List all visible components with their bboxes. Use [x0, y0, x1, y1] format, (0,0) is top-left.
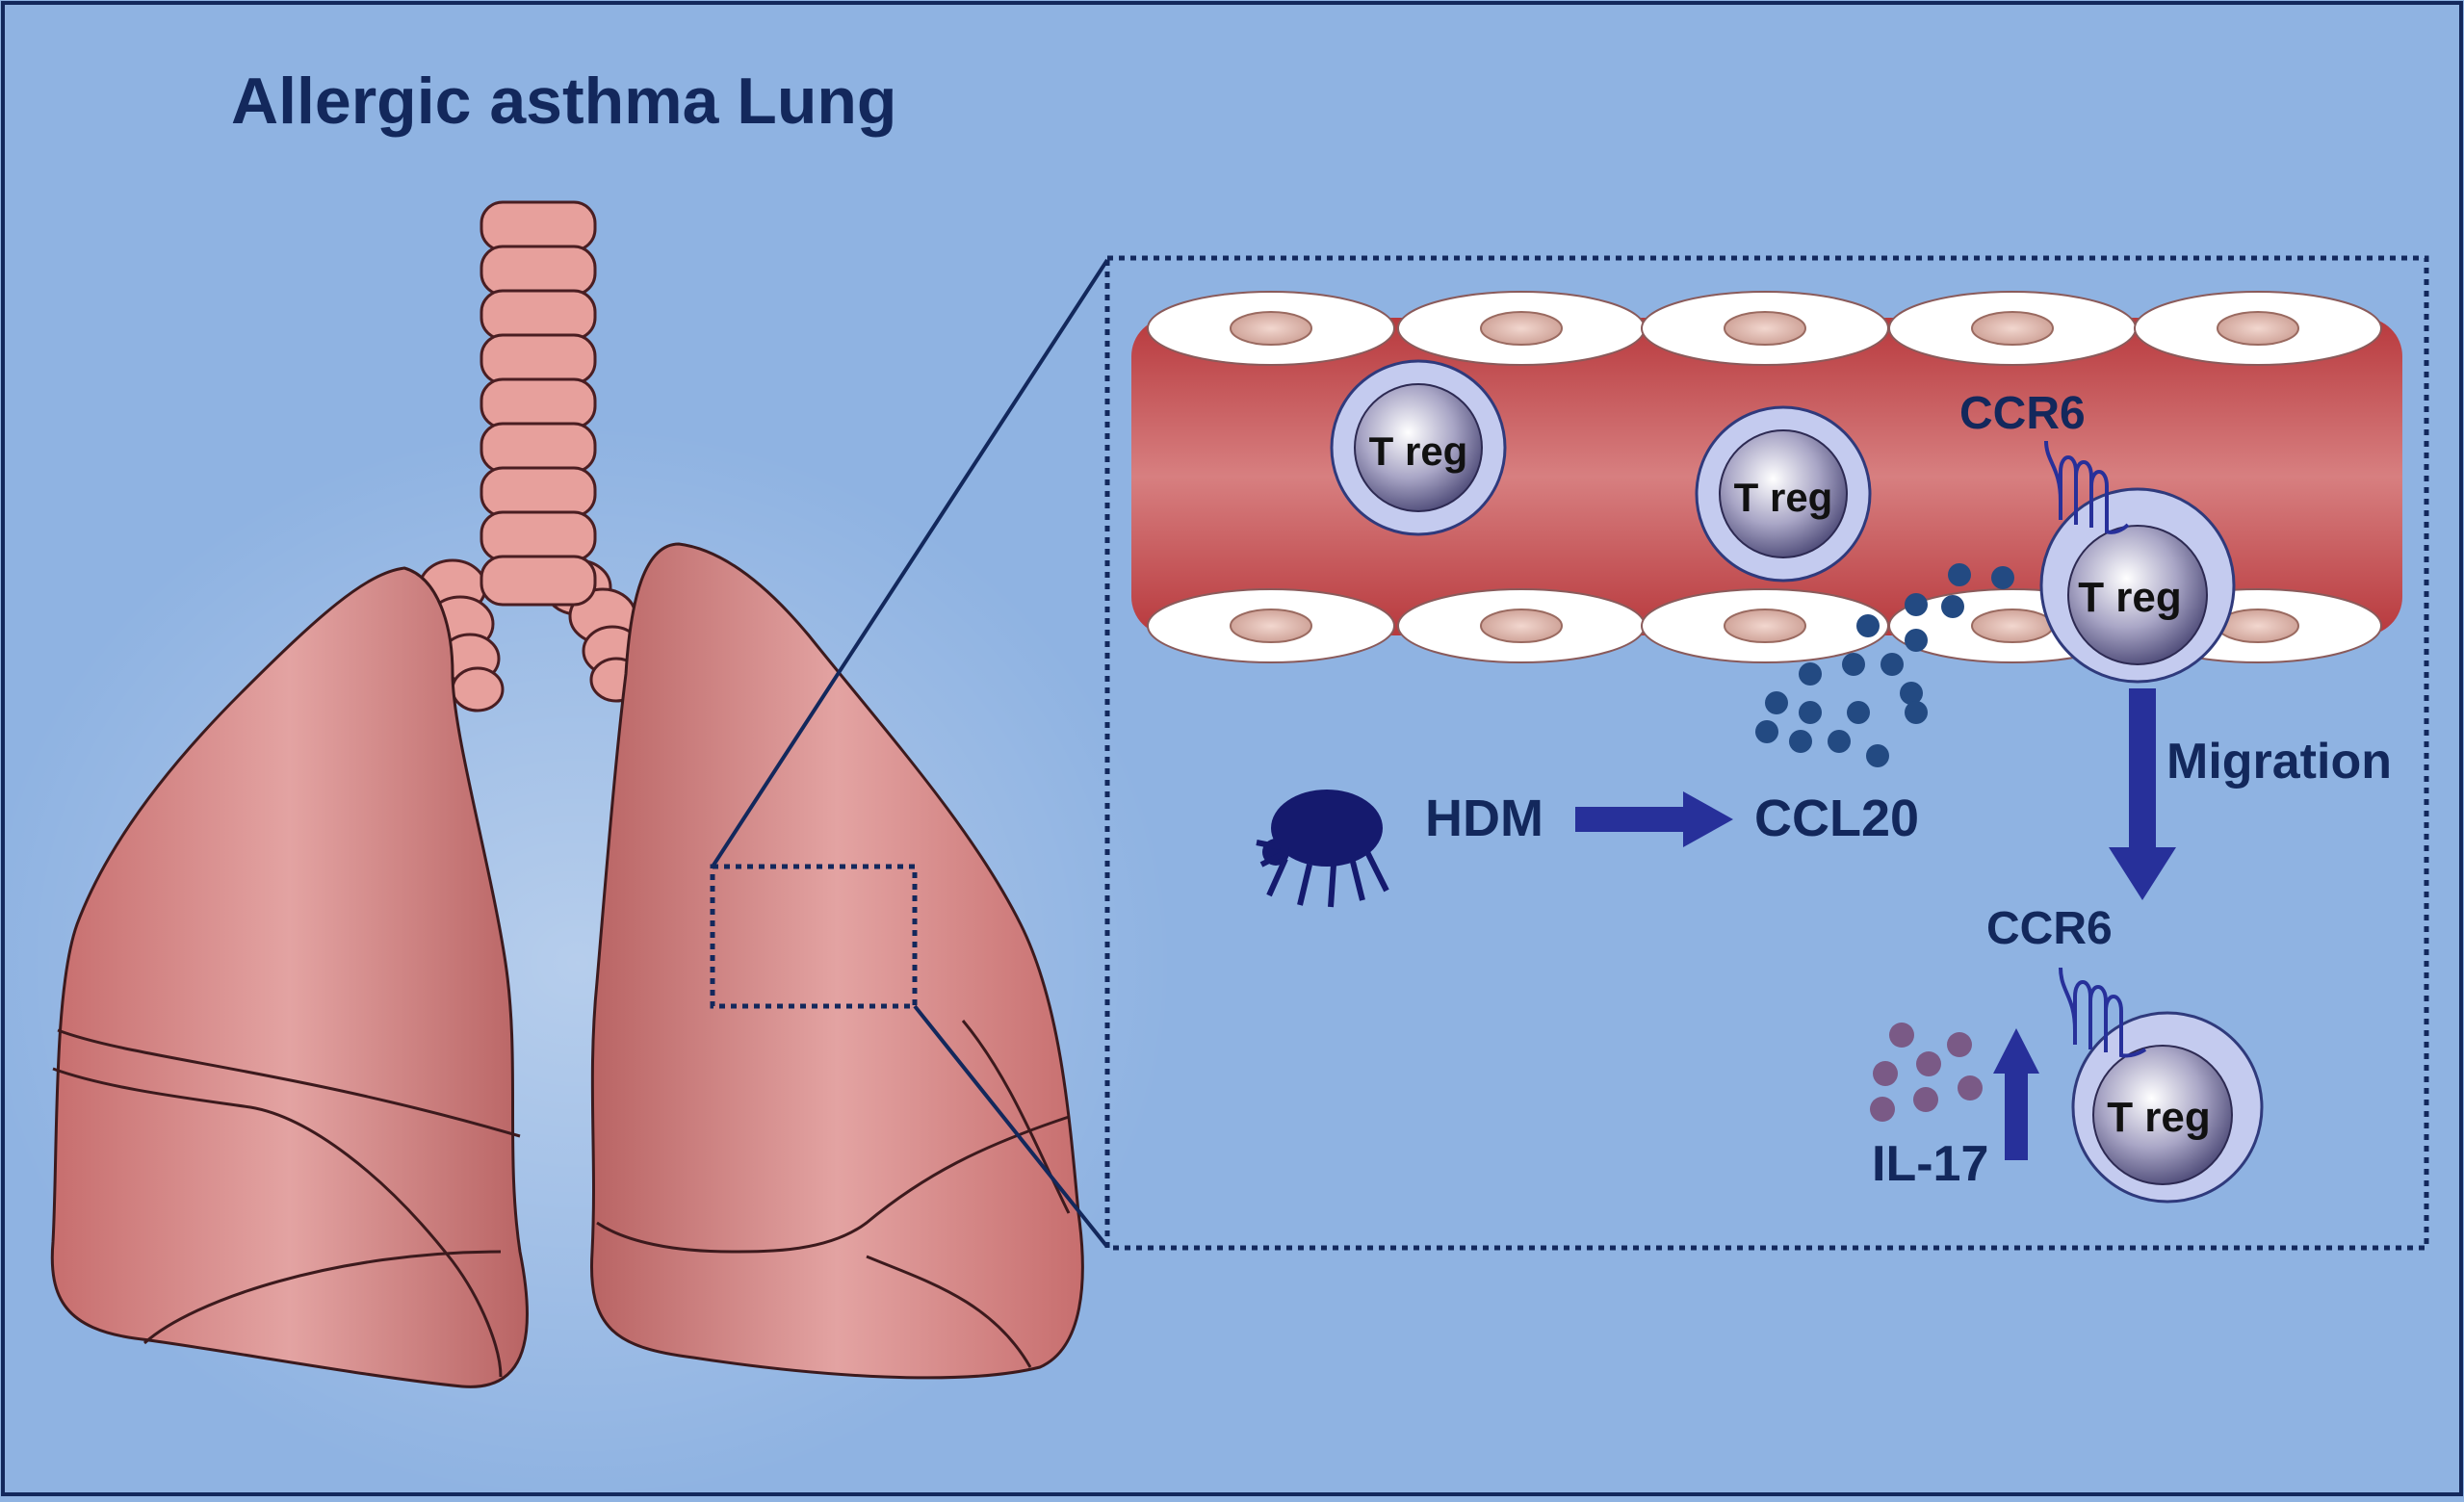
- endothelial-nucleus: [1724, 311, 1806, 346]
- ccl20-dot: [1905, 593, 1928, 616]
- il17-dot: [1947, 1032, 1972, 1057]
- zoom-region-box: [710, 864, 918, 1009]
- endothelial-nucleus: [1230, 609, 1312, 643]
- il17-group: IL-17: [1870, 1023, 2039, 1192]
- migration-label: Migration: [2166, 734, 2392, 790]
- trachea-ring: [480, 245, 597, 297]
- right-lung-fissure-1: [596, 1115, 1070, 1254]
- treg-label-4: T reg: [2107, 1094, 2211, 1141]
- trachea-ring: [480, 555, 597, 607]
- treg-cell-1: T reg: [1330, 359, 1507, 536]
- right-lung-fissure-2: [961, 1020, 1071, 1214]
- endothelial-nucleus: [1971, 311, 2054, 346]
- trachea-ring: [480, 200, 597, 252]
- treg-cell-tissue: T reg CCR6: [1986, 903, 2264, 1204]
- left-lung-fissure-2: [52, 1067, 503, 1378]
- left-lung-fissure-1: [57, 1028, 521, 1138]
- ccl20-dot: [1880, 653, 1904, 676]
- migration-arrow: Migration: [2109, 688, 2392, 900]
- hdm-arrow-head: [1683, 791, 1733, 847]
- ccl20-dot: [1755, 720, 1778, 743]
- il17-dot: [1913, 1087, 1938, 1112]
- right-lung-fissure-3: [866, 1255, 1032, 1368]
- ccl20-dot: [1765, 691, 1788, 714]
- ccl20-dot: [1789, 730, 1812, 753]
- il17-label: IL-17: [1872, 1136, 1988, 1192]
- il17-cytokine-dots: [1870, 1023, 1983, 1122]
- dust-mite-icon: [1256, 790, 1389, 908]
- ccl20-dot: [1799, 662, 1822, 686]
- trachea-ring: [480, 422, 597, 474]
- trachea: [480, 200, 597, 607]
- il17-dot: [1870, 1097, 1895, 1122]
- ccl20-dot: [1905, 701, 1928, 724]
- zoom-connector-top: [711, 258, 1109, 868]
- left-lung-fissure-3: [143, 1250, 502, 1345]
- il17-dot: [1958, 1075, 1983, 1101]
- right-lung: [589, 542, 1084, 1380]
- treg-label-2: T reg: [1734, 475, 1833, 520]
- trachea-ring: [480, 289, 597, 341]
- ccl20-label: CCL20: [1754, 790, 1919, 847]
- il17-up-arrow-shaft: [2005, 1067, 2028, 1160]
- ccr6-receptor-1: [2044, 440, 2130, 534]
- zoom-connector-bottom: [913, 1004, 1109, 1249]
- treg-cell-migrating: T reg CCR6: [1959, 388, 2236, 684]
- endothelium-top: [1147, 291, 2382, 366]
- endothelial-nucleus: [1480, 609, 1563, 643]
- ccl20-dot: [1991, 566, 2014, 589]
- ccl20-dot: [1900, 682, 1923, 705]
- endothelial-nucleus: [1480, 311, 1563, 346]
- ccl20-dot: [1948, 563, 1971, 586]
- il17-dot: [1889, 1023, 1914, 1048]
- ccl20-dot: [1799, 701, 1822, 724]
- ccl20-dot: [1847, 701, 1870, 724]
- endothelial-nucleus: [1971, 609, 2054, 643]
- left-lung: [50, 566, 529, 1388]
- treg-cell-2: T reg: [1695, 405, 1872, 583]
- hdm-label: HDM: [1425, 790, 1543, 847]
- ccl20-chemokine-dots: [1755, 563, 2014, 767]
- ccl20-dot: [1856, 614, 1880, 637]
- trachea-ring: [480, 333, 597, 385]
- hdm-pathway: HDM CCL20: [1256, 790, 1919, 908]
- endothelial-nucleus: [1230, 311, 1312, 346]
- il17-dot: [1873, 1061, 1898, 1086]
- ccr6-receptor-2: [2059, 967, 2147, 1058]
- treg-label-3: T reg: [2078, 574, 2182, 621]
- ccr6-label-bottom: CCR6: [1986, 903, 2113, 954]
- il17-up-arrow-head: [1993, 1028, 2039, 1074]
- endothelial-nucleus: [2217, 311, 2299, 346]
- ccl20-dot: [1828, 730, 1851, 753]
- lungs-illustration: [50, 200, 1084, 1388]
- il17-dot: [1916, 1051, 1941, 1076]
- ccl20-dot: [1866, 744, 1889, 767]
- hdm-arrow-shaft: [1575, 807, 1691, 832]
- ccl20-dot: [1905, 629, 1928, 652]
- endothelial-nucleus: [1724, 609, 1806, 643]
- treg-label-1: T reg: [1369, 428, 1468, 474]
- zoom-panel: [1104, 255, 2429, 1251]
- figure-title: Allergic asthma Lung: [231, 65, 896, 138]
- ccr6-label-top: CCR6: [1959, 388, 2086, 439]
- trachea-ring: [480, 466, 597, 518]
- ccl20-dot: [1842, 653, 1865, 676]
- trachea-ring: [480, 377, 597, 429]
- trachea-ring: [480, 510, 597, 562]
- ccl20-dot: [1941, 595, 1964, 618]
